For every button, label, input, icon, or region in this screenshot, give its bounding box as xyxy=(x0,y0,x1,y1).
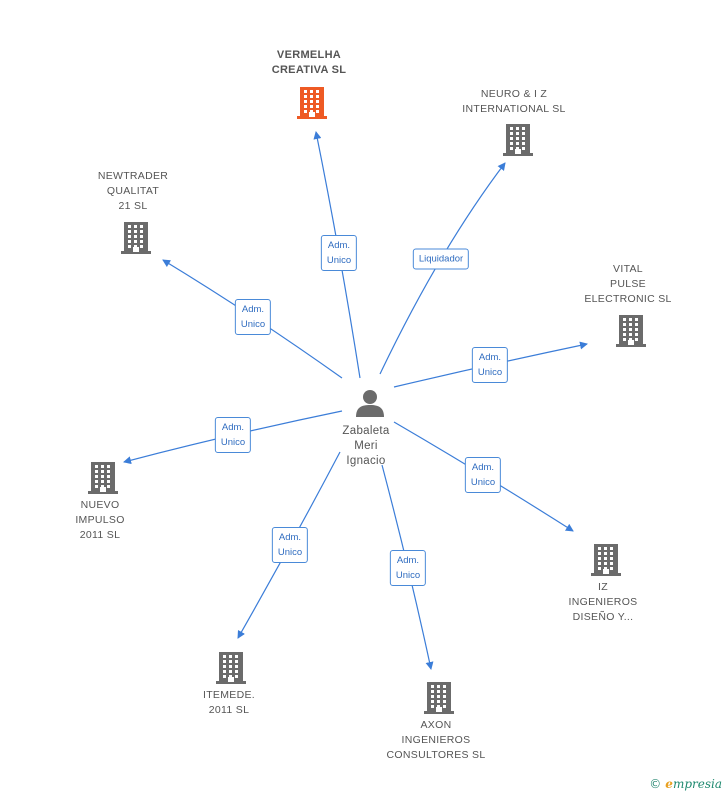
company-name-vital-line: VITAL xyxy=(613,263,643,275)
company-name-neuro-line: INTERNATIONAL SL xyxy=(462,103,566,115)
relation-label-iz-line: Adm. xyxy=(471,462,495,473)
company-name-nuevo-line: 2011 SL xyxy=(79,529,121,541)
company-name-vital-line: ELECTRONIC SL xyxy=(584,293,672,305)
company-name-axon-line: INGENIEROS xyxy=(401,734,471,746)
relation-label-neuro-line: Liquidador xyxy=(418,253,464,265)
company-name-itemede-line: ITEMEDE. xyxy=(203,689,255,701)
company-name-newtrader-line: NEWTRADER xyxy=(97,170,169,182)
company-name-vermelha-line: CREATIVA SL xyxy=(271,64,347,76)
relation-label-vermelha-line: Adm. xyxy=(327,240,351,251)
copyright-icon: © xyxy=(649,777,662,791)
brand-initial: e xyxy=(665,777,673,791)
company-name-axon-line: AXON xyxy=(420,719,452,731)
relation-label-nuevo[interactable]: Adm. Unico xyxy=(214,417,252,453)
company-name-iz-line: DISEÑO Y... xyxy=(572,611,634,623)
building-icon[interactable] xyxy=(120,220,152,254)
person-name-line: Meri xyxy=(354,440,378,452)
relation-label-vermelha-line: Unico xyxy=(326,255,352,266)
company-name-vermelha[interactable]: VERMELHA CREATIVA SL xyxy=(272,48,347,78)
relation-label-newtrader-line: Unico xyxy=(240,319,266,330)
company-name-itemede[interactable]: ITEMEDE. 2011 SL xyxy=(203,688,255,718)
relation-label-vital-line: Unico xyxy=(477,367,503,378)
company-name-itemede-line: 2011 SL xyxy=(208,704,250,716)
relation-label-axon-line: Adm. xyxy=(396,555,420,566)
relation-label-iz-line: Unico xyxy=(470,477,496,488)
relation-label-itemede-line: Adm. xyxy=(278,532,302,543)
building-icon[interactable] xyxy=(502,122,534,156)
company-name-axon-line: CONSULTORES SL xyxy=(386,749,486,761)
relation-label-vital-line: Adm. xyxy=(478,352,502,363)
company-name-iz-line: INGENIEROS xyxy=(568,596,638,608)
company-name-vital[interactable]: VITAL PULSE ELECTRONIC SL xyxy=(584,262,671,307)
relation-label-itemede[interactable]: Adm. Unico xyxy=(271,527,309,563)
company-name-nuevo-line: NUEVO xyxy=(80,499,120,511)
company-name-newtrader[interactable]: NEWTRADER QUALITAT 21 SL xyxy=(98,169,168,214)
relation-label-newtrader-line: Adm. xyxy=(241,304,265,315)
person-icon[interactable] xyxy=(355,388,385,418)
relation-label-iz[interactable]: Adm. Unico xyxy=(464,457,502,493)
empresia-brand[interactable]: ©empresia xyxy=(649,777,722,791)
building-icon[interactable] xyxy=(423,680,455,714)
company-name-nuevo[interactable]: NUEVO IMPULSO 2011 SL xyxy=(75,498,124,543)
person-name-line: Zabaleta xyxy=(342,425,390,437)
building-icon[interactable] xyxy=(615,313,647,347)
company-name-newtrader-line: QUALITAT xyxy=(106,185,160,197)
building-icon[interactable] xyxy=(215,650,247,684)
relation-label-neuro[interactable]: Liquidador xyxy=(412,248,470,270)
relation-label-vital[interactable]: Adm. Unico xyxy=(471,347,509,383)
relation-label-axon[interactable]: Adm. Unico xyxy=(389,550,427,586)
company-name-iz-line: IZ xyxy=(598,581,608,593)
company-name-vermelha-line: VERMELHA xyxy=(276,49,342,61)
company-name-vital-line: PULSE xyxy=(610,278,646,290)
company-name-neuro[interactable]: NEURO & I Z INTERNATIONAL SL xyxy=(462,87,565,117)
relation-label-nuevo-line: Unico xyxy=(220,437,246,448)
company-name-newtrader-line: 21 SL xyxy=(118,200,148,212)
company-name-nuevo-line: IMPULSO xyxy=(75,514,125,526)
relation-label-newtrader[interactable]: Adm. Unico xyxy=(234,299,272,335)
relation-label-nuevo-line: Adm. xyxy=(221,422,245,433)
company-name-iz[interactable]: IZ INGENIEROS DISEÑO Y... xyxy=(569,580,638,625)
relation-label-vermelha[interactable]: Adm. Unico xyxy=(320,235,358,271)
brand-name: mpresia xyxy=(672,777,722,791)
building-icon[interactable] xyxy=(590,542,622,576)
relation-label-axon-line: Unico xyxy=(395,570,421,581)
company-name-neuro-line: NEURO & I Z xyxy=(480,88,548,100)
company-name-axon[interactable]: AXON INGENIEROS CONSULTORES SL xyxy=(387,718,486,763)
building-icon[interactable] xyxy=(296,85,328,119)
relation-label-itemede-line: Unico xyxy=(277,547,303,558)
person-name-line: Ignacio xyxy=(346,455,386,467)
building-icon[interactable] xyxy=(87,460,119,494)
